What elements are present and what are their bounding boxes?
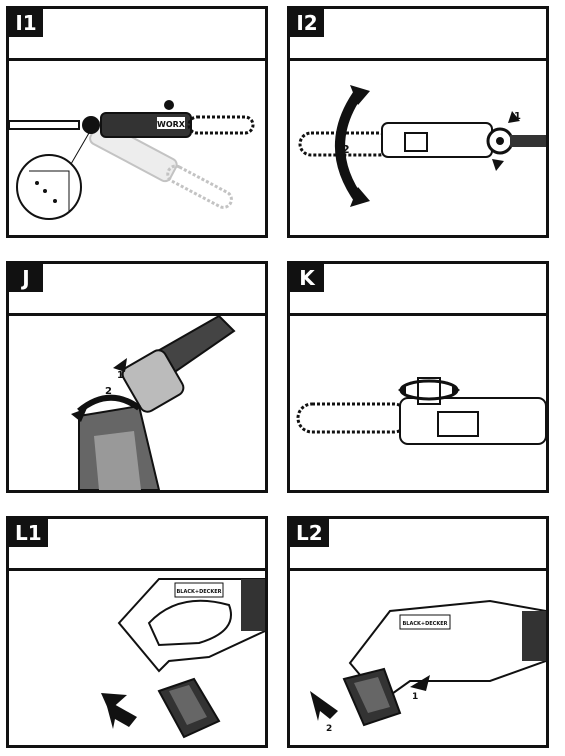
panel-k: K bbox=[287, 261, 549, 493]
panel-header: K bbox=[290, 264, 546, 316]
panel-label: L1 bbox=[9, 519, 48, 547]
panel-i2: I2 2 1 bbox=[287, 6, 549, 238]
step-number: 1 bbox=[514, 111, 521, 122]
illustration-lock-collar: 1 2 bbox=[9, 316, 265, 490]
panel-label: J bbox=[9, 264, 43, 292]
step-number: 1 bbox=[117, 370, 124, 381]
panel-label: K bbox=[290, 264, 324, 292]
brand-logo: WORX bbox=[157, 120, 186, 129]
illustration-battery-remove: BLACK+DECKER 1 2 bbox=[290, 571, 546, 745]
illustration-tension-knob bbox=[290, 316, 546, 490]
panel-header: I2 bbox=[290, 9, 546, 61]
panel-header: L2 bbox=[290, 519, 546, 571]
step-number: 2 bbox=[326, 724, 332, 734]
brand-logo: BLACK+DECKER bbox=[177, 589, 222, 595]
panel-l1: L1 BLACK+DECKER bbox=[6, 516, 268, 748]
illustration-rotate-head: 2 1 bbox=[290, 61, 546, 235]
panel-header: I1 bbox=[9, 9, 265, 61]
illustration-pole-angle: WORX bbox=[9, 61, 265, 235]
step-number: 1 bbox=[412, 692, 418, 702]
panel-header: J bbox=[9, 264, 265, 316]
panel-label: I1 bbox=[9, 9, 43, 37]
step-number: 2 bbox=[342, 143, 350, 156]
panel-j: J 1 2 bbox=[6, 261, 268, 493]
step-number: 2 bbox=[105, 386, 112, 397]
panel-label: L2 bbox=[290, 519, 329, 547]
panel-i1: I1 WORX bbox=[6, 6, 268, 238]
brand-logo: BLACK+DECKER bbox=[403, 621, 448, 627]
panel-header: L1 bbox=[9, 519, 265, 571]
panel-label: I2 bbox=[290, 9, 324, 37]
illustration-battery-insert: BLACK+DECKER bbox=[9, 571, 265, 745]
panel-l2: L2 BLACK+DECKER 1 2 bbox=[287, 516, 549, 748]
